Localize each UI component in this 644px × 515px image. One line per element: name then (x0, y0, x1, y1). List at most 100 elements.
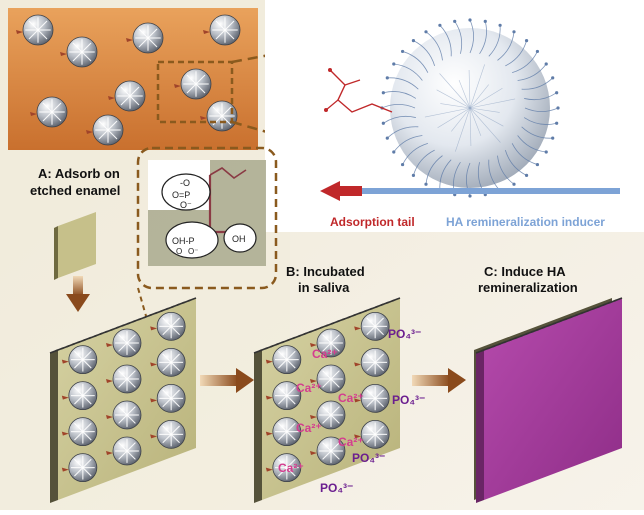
branch-end (551, 76, 555, 80)
calcium-ion: Ca²⁺ (296, 421, 322, 435)
inner-branch (469, 107, 472, 146)
nanoparticle (61, 417, 98, 447)
branch-end (535, 162, 540, 167)
branch-end (424, 30, 428, 34)
branch-end (468, 18, 472, 22)
nanoparticle (310, 400, 346, 430)
branch-end (524, 38, 529, 43)
edge-tooth (391, 297, 401, 302)
branch (479, 21, 487, 55)
enamel-top-panel (8, 8, 258, 150)
chem-oh: OH (232, 234, 246, 244)
branch (413, 40, 436, 66)
adsorption-tail (106, 451, 113, 455)
inner-branch (468, 70, 471, 109)
branch (523, 117, 557, 125)
slab-remineralized (474, 297, 623, 503)
branch (402, 142, 428, 165)
nanoparticle (150, 383, 186, 413)
branch (504, 150, 527, 176)
nanoparticle (61, 381, 98, 411)
branch-end (544, 62, 548, 66)
nanoparticle (354, 383, 390, 413)
inner-branch (440, 103, 471, 109)
slab-incubated: Ca²⁺Ca²⁺Ca²⁺Ca²⁺Ca²⁺Ca²⁺PO₄³⁻PO₄³⁻PO₄³⁻P… (253, 297, 425, 503)
branch-end (551, 136, 555, 140)
branch-end (411, 38, 416, 43)
chem-oh-p: OH-P (172, 236, 195, 246)
adsorption-tail (150, 326, 158, 331)
step-a-label-line1: A: Adsorb on (38, 166, 120, 181)
branch-end (556, 106, 560, 110)
nanoparticle (61, 345, 98, 375)
nanoparticle (150, 311, 186, 341)
branch-end (385, 76, 389, 80)
nanoparticle (106, 436, 142, 466)
molecule-panel: Adsorption tail HA remineralization indu… (265, 0, 644, 232)
calcium-ion: Ca²⁺ (296, 381, 322, 395)
adsorption-tail-molecule (324, 68, 393, 113)
arrow-b-to-c (412, 368, 466, 393)
zoom-box (156, 60, 234, 124)
adsorption-tail (86, 130, 93, 134)
slab-adsorbed (49, 297, 197, 503)
nanoparticle (200, 100, 238, 132)
phosphate-ion: PO₄³⁻ (320, 481, 353, 495)
branch-end (453, 19, 457, 23)
phosphate-ion: PO₄³⁻ (388, 327, 421, 341)
branch-end (424, 182, 428, 186)
adsorption-tail (150, 434, 158, 439)
nanoparticle (108, 80, 146, 112)
slab-adsorbed-particles (61, 311, 186, 483)
adsorption-tail (203, 30, 210, 34)
branch-end (438, 23, 442, 27)
branch (425, 155, 443, 185)
nanoparticle (174, 68, 212, 100)
nanoparticle (106, 400, 142, 430)
inner-branch (469, 87, 503, 109)
adsorption-tail (106, 343, 113, 347)
nanoparticle (310, 364, 346, 394)
inner-branch (458, 79, 471, 109)
nanoparticle (60, 36, 98, 68)
inducer-bar (358, 188, 620, 194)
edge-tooth (187, 297, 197, 302)
adsorption-tail (150, 362, 158, 367)
branch (497, 31, 515, 61)
nanoparticle (30, 96, 68, 128)
branch-end (385, 136, 389, 140)
branch (402, 51, 429, 73)
step-c-label-line2: remineralization (478, 280, 578, 295)
phosphonate-ellipse-top (161, 173, 211, 211)
inner-branch (469, 107, 501, 143)
adsorption-tail (61, 467, 69, 472)
nanoparticle (265, 453, 302, 483)
adsorption-tail (126, 38, 133, 42)
inner-branch (451, 107, 471, 132)
branch-end (411, 173, 416, 178)
nanoparticle (86, 114, 124, 146)
adsorption-tail (310, 379, 317, 383)
calcium-ion: Ca²⁺ (278, 461, 304, 475)
legend-inducer-label: HA remineralization inducer (446, 215, 605, 229)
chemical-zoom-callout: -O O=P O⁻ OH-P O O⁻ OH (136, 146, 278, 343)
chem-o-m: O⁻ (188, 247, 198, 256)
branch-end (392, 62, 396, 66)
dendrimer-branches (380, 18, 560, 198)
branch-end (555, 91, 559, 95)
adsorption-tail (354, 398, 362, 403)
inner-branch (424, 107, 471, 118)
arrow-a-to-b (200, 368, 254, 393)
branch-end (392, 150, 396, 154)
branch (393, 135, 423, 153)
inner-branch (436, 89, 471, 109)
adsorption-tail (108, 96, 115, 100)
adsorption-tail (265, 467, 273, 472)
adsorption-tail (310, 415, 317, 419)
branch-end (512, 182, 516, 186)
branch (393, 63, 423, 81)
nanoparticle (354, 419, 390, 449)
tail-arrow (320, 181, 362, 201)
saliva-ions: Ca²⁺Ca²⁺Ca²⁺Ca²⁺Ca²⁺Ca²⁺PO₄³⁻PO₄³⁻PO₄³⁻P… (278, 327, 425, 495)
